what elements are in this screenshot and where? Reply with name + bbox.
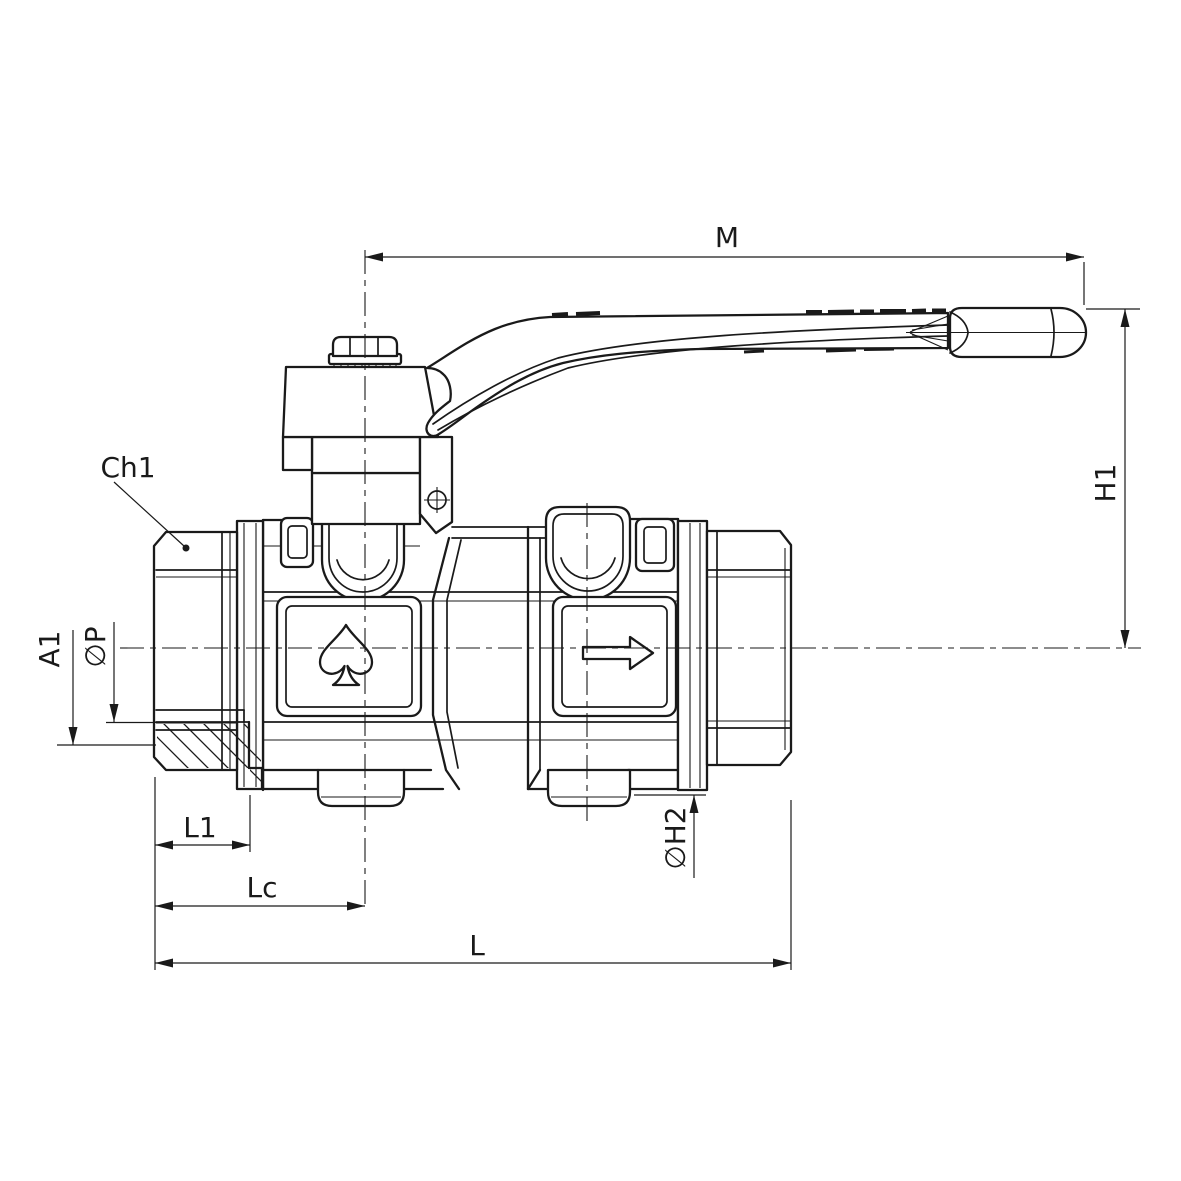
dim-label-lc: Lc: [247, 871, 278, 904]
right-panel: [551, 595, 678, 718]
dim-label-l: L: [469, 929, 485, 962]
dim-label-p: ∅P: [79, 626, 112, 667]
handle: [425, 306, 1088, 438]
left-hex-cap: [152, 530, 239, 772]
dimensions: M H1 Ch1 A1 ∅P: [33, 221, 1140, 970]
spade-brand-mark: [318, 623, 374, 687]
handle-base: [281, 365, 440, 439]
left-top-pad: [279, 516, 315, 569]
dimension-ch1: Ch1: [100, 451, 190, 552]
gland-flange: [310, 471, 422, 526]
handle-lever: [425, 311, 950, 438]
dimension-l: L: [155, 800, 792, 970]
grip-fan-lines: [909, 315, 949, 351]
washer-serrations: [333, 364, 397, 367]
dim-label-l1: L1: [183, 811, 216, 844]
flow-arrow-icon: [581, 635, 655, 671]
stem-block: [310, 435, 422, 475]
dimension-m: M: [365, 221, 1085, 305]
dim-label-m: M: [715, 221, 739, 254]
dimension-h1: H1: [1086, 308, 1140, 648]
stem-step: [281, 435, 314, 472]
right-ring: [676, 519, 709, 792]
dim-label-a1: A1: [33, 631, 66, 668]
right-top-pad: [634, 517, 676, 573]
stem-assembly: [281, 335, 454, 535]
dimension-lc: Lc: [155, 871, 365, 911]
lever-ribs: [551, 308, 946, 354]
dimension-l1: L1: [155, 795, 251, 852]
dim-label-ch1: Ch1: [100, 451, 155, 484]
left-panel: [275, 595, 423, 718]
dimension-h2: ∅H2: [634, 794, 706, 878]
port-boss: [544, 505, 632, 602]
handle-bracket: [418, 435, 454, 535]
handle-grip: [906, 306, 1088, 359]
centerlines: [120, 250, 1141, 908]
dim-label-h1: H1: [1089, 464, 1122, 503]
valve-body: [152, 503, 793, 808]
dimension-a1: A1: [33, 630, 156, 746]
union-joint: [431, 525, 542, 791]
dimension-p: ∅P: [79, 622, 156, 724]
bottom-bosses: [316, 768, 632, 808]
dim-label-h2: ∅H2: [659, 806, 692, 869]
